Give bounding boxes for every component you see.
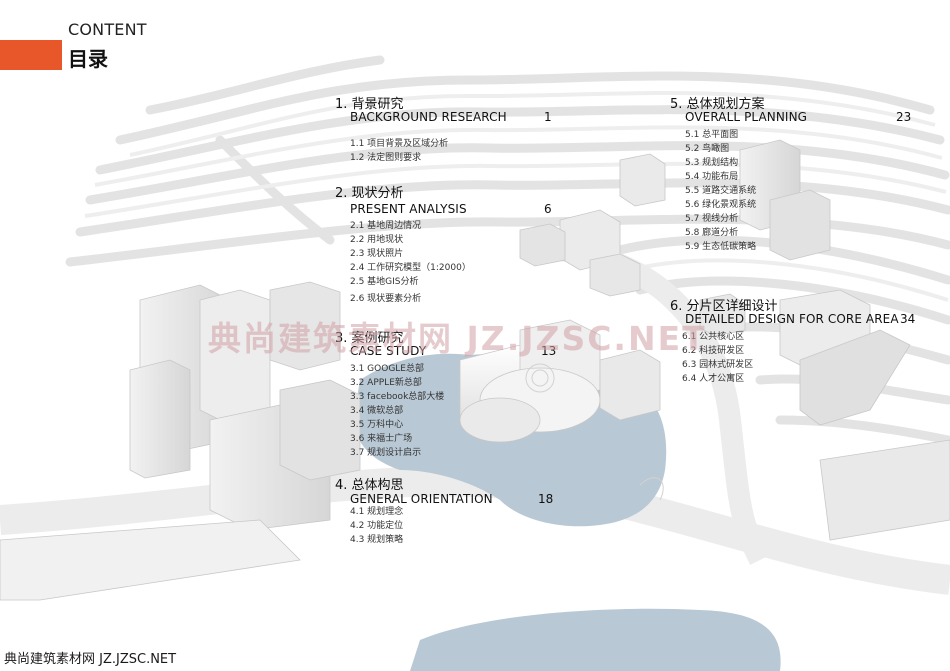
- list-item: 2.3 现状照片: [350, 249, 404, 259]
- section-2-page: 6: [544, 202, 552, 216]
- list-item: 6.3 园林式研发区: [682, 360, 754, 370]
- section-2-en: PRESENT ANALYSIS: [350, 202, 467, 216]
- list-item: 3.4 微软总部: [350, 406, 404, 416]
- list-item: 5.3 规划结构: [685, 158, 739, 168]
- section-4-items: 4.1 规划理念 4.2 功能定位 4.3 规划策略: [350, 505, 403, 547]
- list-item: 5.2 鸟瞰图: [685, 144, 730, 154]
- section-1-title: 1. 背景研究: [335, 97, 404, 112]
- list-item: 3.2 APPLE新总部: [350, 378, 422, 388]
- section-4-title: 4. 总体构思: [335, 478, 404, 493]
- list-item: 3.6 来福士广场: [350, 434, 413, 444]
- section-3-title: 3. 案例研究: [335, 331, 404, 346]
- content-heading-en: CONTENT: [68, 20, 147, 39]
- section-2-items: 2.1 基地周边情况 2.2 用地现状 2.3 现状照片 2.4 工作研究模型（…: [350, 219, 471, 306]
- section-6-title: 6. 分片区详细设计: [670, 299, 778, 314]
- content-heading-cn: 目录: [68, 47, 108, 71]
- section-5-items: 5.1 总平面图 5.2 鸟瞰图 5.3 规划结构 5.4 功能布局 5.5 道…: [685, 128, 756, 254]
- section-4-en: GENERAL ORIENTATION: [350, 492, 493, 506]
- buildings: [0, 139, 950, 601]
- list-item: 3.3 facebook总部大楼: [350, 392, 445, 402]
- section-1-en: BACKGROUND RESEARCH: [350, 110, 507, 124]
- plaza-circles: [525, 363, 664, 501]
- list-item: 4.2 功能定位: [350, 521, 404, 531]
- list-item: 6.4 人才公寓区: [682, 374, 745, 384]
- section-3-items: 3.1 GOOGLE总部 3.2 APPLE新总部 3.3 facebook总部…: [350, 362, 444, 460]
- list-item: 3.5 万科中心: [350, 420, 404, 430]
- section-4-page: 18: [538, 492, 554, 506]
- terrain-contours: [65, 55, 950, 445]
- section-1-items: 1.1 项目背景及区域分析 1.2 法定图则要求: [350, 137, 448, 165]
- list-item: 1.1 项目背景及区域分析: [350, 139, 449, 149]
- section-6-items: 6.1 公共核心区 6.2 科技研发区 6.3 园林式研发区 6.4 人才公寓区: [682, 330, 753, 386]
- list-item: 2.1 基地周边情况: [350, 221, 422, 231]
- list-item: 4.1 规划理念: [350, 507, 404, 517]
- list-item: 5.7 视线分析: [685, 214, 739, 224]
- section-2-title: 2. 现状分析: [335, 186, 404, 201]
- orange-accent-bar: [0, 40, 62, 70]
- list-item: 5.6 绿化景观系统: [685, 200, 757, 210]
- section-5-en: OVERALL PLANNING: [685, 110, 808, 124]
- list-item: 2.5 基地GIS分析: [350, 277, 419, 287]
- list-item: 6.1 公共核心区: [682, 332, 745, 342]
- watermark-overlay: 典尚建筑素材网 JZ.JZSC.NET: [208, 319, 707, 358]
- section-6-en: DETAILED DESIGN FOR CORE AREA: [685, 312, 899, 326]
- list-item: 1.2 法定图则要求: [350, 153, 422, 163]
- list-item: 2.2 用地现状: [350, 235, 404, 245]
- list-item: 5.8 廊道分析: [685, 228, 739, 238]
- section-3-en: CASE STUDY: [350, 344, 427, 358]
- section-1-page: 1: [544, 110, 552, 124]
- footer-watermark: 典尚建筑素材网 JZ.JZSC.NET: [4, 652, 177, 667]
- list-item: 6.2 科技研发区: [682, 346, 745, 356]
- section-5-title: 5. 总体规划方案: [670, 97, 765, 112]
- list-item: 5.4 功能布局: [685, 172, 739, 182]
- list-item: 5.5 道路交通系统: [685, 186, 757, 196]
- section-3-page: 13: [541, 344, 557, 358]
- list-item: 5.1 总平面图: [685, 130, 739, 140]
- section-5-page: 23: [896, 110, 912, 124]
- lake-bottom: [410, 608, 781, 671]
- list-item: 2.6 现状要素分析: [350, 294, 422, 304]
- list-item: 3.1 GOOGLE总部: [350, 364, 424, 374]
- list-item: 4.3 规划策略: [350, 535, 404, 545]
- list-item: 3.7 规划设计启示: [350, 448, 422, 458]
- list-item: 2.4 工作研究模型（1:2000）: [350, 263, 471, 273]
- list-item: 5.9 生态低碳策略: [685, 242, 757, 252]
- section-6-page: 34: [900, 312, 916, 326]
